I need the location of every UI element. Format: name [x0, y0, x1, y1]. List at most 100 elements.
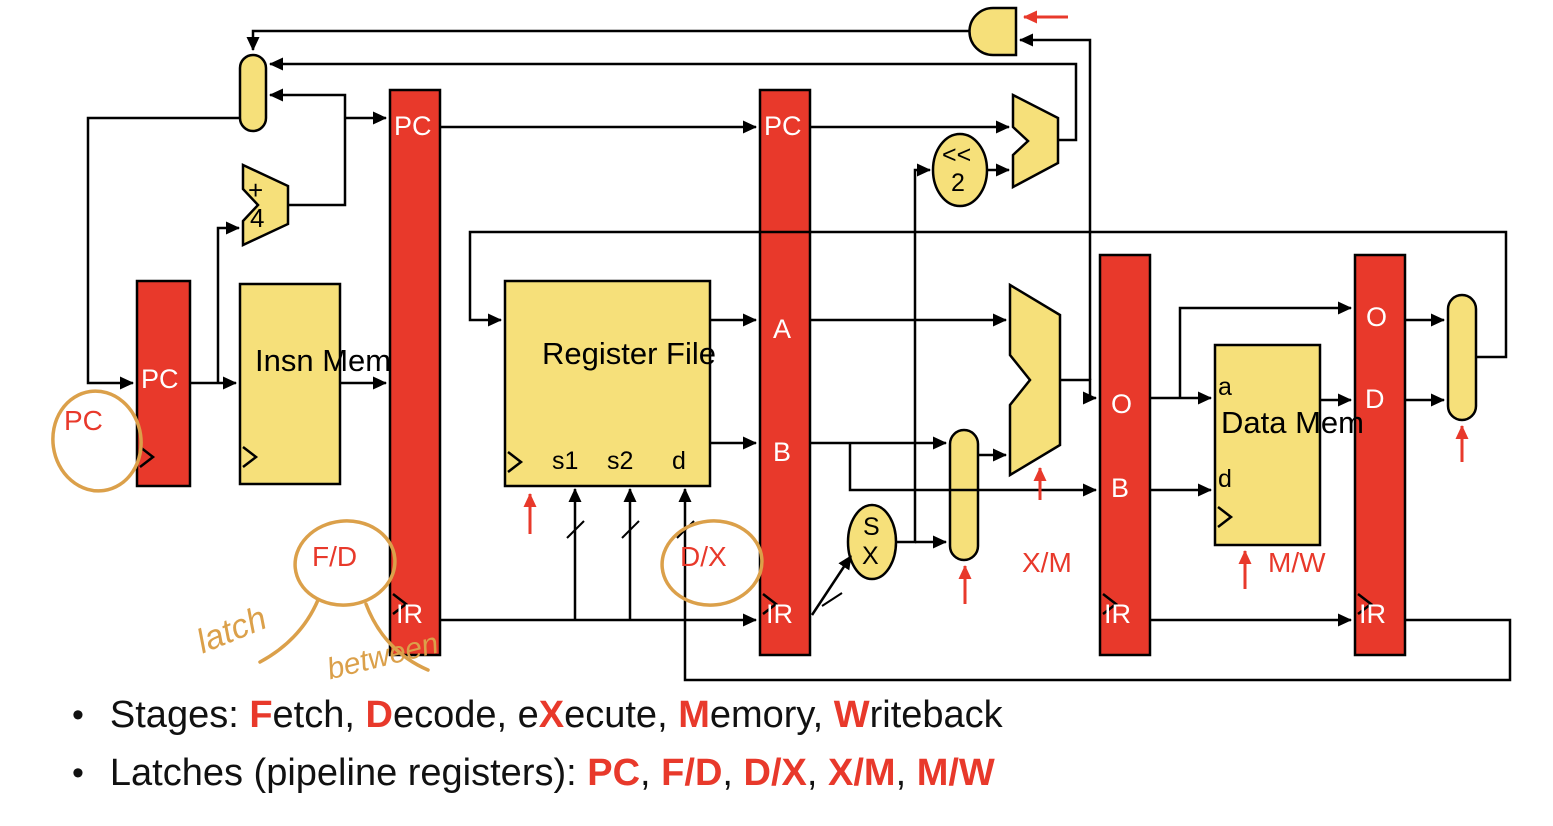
bullet-stages: • Stages: Fetch, Decode, eXecute, Memory… — [72, 694, 1003, 737]
clock-icon — [507, 451, 524, 473]
hand-circle-fd — [293, 519, 397, 607]
text-segment: W — [833, 694, 870, 736]
dx-ir-label: IR — [766, 599, 793, 629]
wire-alu-to-xm — [1060, 378, 1097, 405]
hand-stroke — [364, 602, 430, 672]
text-segment: Latches (pipeline registers): — [109, 752, 588, 794]
xm-b-label: B — [1111, 473, 1130, 503]
wire-pc-plus4-to-mux — [269, 88, 347, 207]
rf-port-s1: s1 — [552, 447, 579, 475]
adder-four-label: 4 — [250, 203, 265, 233]
text-segment: emory, — [709, 694, 834, 736]
text-segment: D/X — [743, 752, 807, 794]
text-segment: etch, — [272, 694, 366, 736]
clock-icon — [1102, 593, 1119, 615]
text-segment: X/M — [828, 752, 896, 794]
bus-slash — [821, 592, 843, 607]
dx-latch — [758, 88, 812, 657]
branch-target-adder — [1011, 92, 1060, 190]
text-segment: M/W — [916, 752, 995, 794]
sx-label-1: S — [863, 513, 880, 541]
annotation-mw: M/W — [1268, 547, 1326, 578]
mw-d-label: D — [1365, 384, 1385, 414]
xm-o-label: O — [1111, 389, 1133, 419]
bus-slash — [566, 520, 585, 539]
wire-branch-select — [246, 29, 969, 51]
text-segment: Stages: — [109, 694, 250, 736]
dx-a-label: A — [773, 314, 792, 344]
wire-alu-to-and — [1019, 33, 1092, 380]
annotation-dx: D/X — [680, 541, 727, 572]
pc-mux — [238, 53, 268, 133]
wire-sx-to-shift — [896, 163, 931, 544]
dx-b-label: B — [773, 437, 792, 467]
data-mem-label: Data Mem — [1221, 405, 1364, 440]
alu-src-mux — [948, 428, 980, 562]
branch-and-gate — [968, 6, 1018, 57]
text-segment: , — [806, 752, 828, 794]
clock-icon — [762, 593, 779, 615]
text-segment: F — [249, 694, 273, 736]
text-segment: ecode, e — [392, 694, 539, 736]
clock-icon — [139, 446, 156, 468]
wire-imm-to-sx — [810, 555, 853, 616]
wire-branch-target — [269, 57, 1078, 142]
annotation-fd: F/D — [312, 541, 358, 572]
fd-pc-label: PC — [394, 111, 432, 141]
mw-latch — [1353, 253, 1407, 657]
dx-pc-label: PC — [764, 111, 802, 141]
clock-icon — [242, 446, 259, 468]
insn-mem-box — [238, 282, 342, 486]
text-segment: PC — [587, 752, 641, 794]
text-segment: M — [678, 694, 710, 736]
clock-icon — [392, 593, 409, 615]
bullet-marker: • — [72, 754, 84, 792]
wire-dx-b-to-xm — [848, 443, 1097, 497]
plus4-adder — [241, 163, 290, 247]
pc-register-label: PC — [141, 364, 179, 394]
fd-latch — [388, 88, 442, 657]
insn-mem-label: Insn Mem — [255, 343, 392, 378]
register-file-box — [503, 279, 712, 488]
text-segment: D — [365, 694, 393, 736]
text-segment: , — [722, 752, 744, 794]
bullet-marker: • — [72, 696, 84, 734]
mw-o-label: O — [1366, 302, 1388, 332]
data-mem-box — [1213, 343, 1322, 547]
bullet-latches: • Latches (pipeline registers): PC, F/D,… — [72, 752, 995, 795]
text-segment: X — [538, 694, 565, 736]
hand-stroke — [258, 598, 320, 664]
wire-writeback-to-rf — [468, 230, 1508, 359]
stages-text: Stages: Fetch, Decode, eXecute, Memory, … — [110, 694, 1003, 737]
xm-latch — [1098, 253, 1152, 657]
text-segment: ecute, — [564, 694, 679, 736]
annotation-xm: X/M — [1022, 547, 1072, 578]
fd-ir-label: IR — [396, 599, 423, 629]
hand-circle-dx — [660, 519, 764, 607]
bus-slash — [621, 520, 640, 539]
annotation-pc: PC — [64, 405, 103, 436]
register-file-label: Register File — [542, 336, 716, 371]
clock-icon — [1357, 593, 1374, 615]
alu — [1008, 282, 1062, 478]
text-segment: riteback — [869, 694, 1003, 736]
wire-xm-o-to-mw — [1178, 301, 1352, 398]
xm-ir-label: IR — [1104, 599, 1131, 629]
adder-plus-label: + — [248, 175, 264, 205]
clock-icon — [1217, 506, 1234, 528]
text-segment: , — [640, 752, 662, 794]
mw-ir-label: IR — [1359, 599, 1386, 629]
shift-label-2: 2 — [951, 169, 965, 197]
dmem-port-d: d — [1218, 465, 1232, 493]
hand-circle-pc — [51, 389, 143, 493]
sx-label-2: X — [862, 542, 879, 570]
text-segment: , — [895, 752, 917, 794]
wire-pc-to-adder — [216, 221, 240, 383]
writeback-mux — [1446, 293, 1478, 422]
wire-mux-to-pc — [86, 116, 240, 390]
rf-port-d: d — [672, 447, 686, 475]
text-segment: F/D — [661, 752, 723, 794]
shift-label-1: << — [942, 141, 972, 169]
